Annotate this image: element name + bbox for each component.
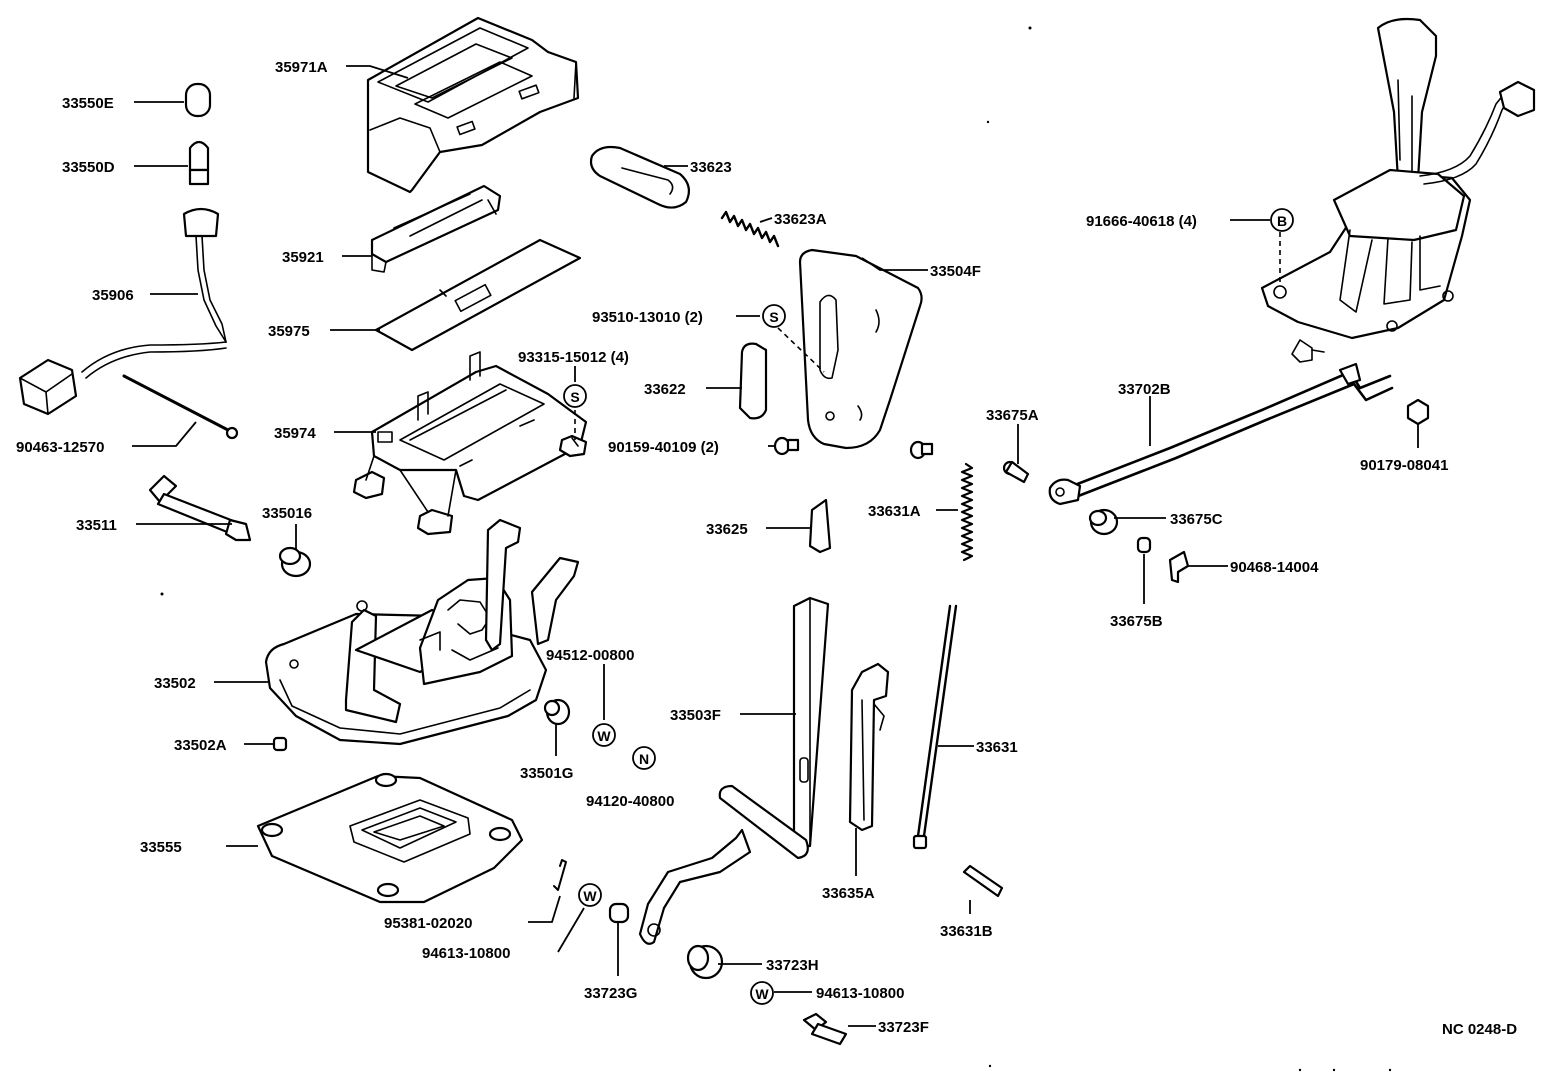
part-labels: 35971A 33550E 33550D 33623 33623A 35921 …	[16, 59, 1448, 1036]
part-label: 33625	[706, 521, 748, 538]
part-label: 33622	[644, 381, 686, 398]
gasket-sheet-drawing	[374, 238, 582, 352]
selector-assembly-drawing	[1260, 17, 1536, 363]
spring-long-drawing	[960, 462, 974, 562]
part-label: 35974	[274, 425, 316, 442]
part-label: 94613-10800	[816, 985, 904, 1002]
indicator-frame-drawing	[352, 351, 588, 536]
pin-drawing	[148, 474, 252, 542]
part-label: 33635A	[822, 885, 875, 902]
socket-wire-drawing	[18, 207, 227, 416]
part-label: 33502A	[174, 737, 227, 754]
bulb-cap-drawing	[184, 82, 212, 118]
part-label: 33623	[690, 159, 732, 176]
part-label: 33675C	[1170, 511, 1223, 528]
boot-plate-drawing	[256, 772, 524, 904]
symbol-s-callout-1: S	[762, 304, 786, 328]
part-label: 33511	[76, 517, 117, 534]
part-label: 90159-40109 (2)	[608, 439, 719, 456]
bracket-drawing	[808, 498, 832, 554]
bushing-drawing	[278, 546, 312, 578]
nut-drawing	[1406, 398, 1430, 426]
part-label: 33631	[976, 739, 1018, 756]
indicator-housing-drawing	[366, 16, 580, 194]
detent-plate-drawing	[848, 662, 890, 832]
part-label: 35906	[92, 287, 134, 304]
shift-lever-drawing	[638, 596, 830, 945]
cotter-pin-drawing	[553, 859, 567, 891]
clip-drawing	[1168, 550, 1190, 584]
rod-bushing-drawing	[1088, 508, 1119, 536]
detent-rod-drawing	[912, 604, 958, 850]
symbol-b-text: B	[1277, 213, 1287, 229]
part-label: 33503F	[670, 707, 721, 724]
part-label: 33555	[140, 839, 182, 856]
symbol-s-text: S	[570, 389, 579, 405]
pivot-pin-drawing	[802, 1012, 848, 1046]
part-label: 33631B	[940, 923, 993, 940]
tie-band-drawing	[122, 374, 239, 440]
part-label: 33723F	[878, 1019, 929, 1036]
part-label: 95381-02020	[384, 915, 472, 932]
part-label: 33504F	[930, 263, 981, 280]
part-label: 90468-14004	[1230, 559, 1319, 576]
part-label: 35921	[282, 249, 324, 266]
screw-small-drawing	[773, 436, 800, 456]
scan-specks	[160, 26, 1392, 1072]
slide-cover-drawing	[798, 248, 923, 450]
part-label: 33675B	[1110, 613, 1163, 630]
leader-lines	[132, 65, 1419, 1027]
part-label: 33631A	[868, 503, 921, 520]
part-label: 33702B	[1118, 381, 1171, 398]
spring-small-drawing	[720, 210, 780, 248]
part-label: 93510-13010 (2)	[592, 309, 703, 326]
symbol-w-text: W	[583, 888, 597, 904]
part-label: 35975	[268, 323, 310, 340]
symbol-s-callout-2: S	[563, 384, 587, 408]
symbol-b-callout: B	[1270, 208, 1294, 232]
bulb-drawing	[188, 140, 210, 186]
symbol-w-callout-1: W	[592, 723, 616, 747]
cover-plate-drawing	[370, 184, 502, 273]
part-label: 33501G	[520, 765, 573, 782]
part-label: 33723H	[766, 957, 819, 974]
part-label: 94120-40800	[586, 793, 674, 810]
part-label: 94512-00800	[546, 647, 634, 664]
screw-center-drawing	[909, 440, 934, 460]
lever-collar-drawing	[608, 902, 630, 924]
pin-short-drawing	[1002, 460, 1030, 484]
part-label: 90463-12570	[16, 439, 104, 456]
spacer-drawing	[272, 736, 288, 752]
symbol-n-callout: N	[632, 746, 656, 770]
lever-bushing-drawing	[543, 698, 571, 726]
shift-plate-drawing	[264, 518, 580, 746]
part-label: 33623A	[774, 211, 827, 228]
part-label: 33502	[154, 675, 196, 692]
grommet-drawing	[686, 944, 724, 980]
symbol-w-callout-2: W	[578, 883, 602, 907]
part-label: 91666-40618 (4)	[1086, 213, 1197, 230]
collar-drawing	[1136, 536, 1152, 554]
slide-plate-drawing	[589, 145, 691, 209]
part-label: 33723G	[584, 985, 637, 1002]
symbol-w-callout-3: W	[750, 981, 774, 1005]
part-label: 90179-08041	[1360, 457, 1448, 474]
control-rod-drawing	[1048, 362, 1394, 506]
part-label: 335016	[262, 505, 312, 522]
symbol-s-text: S	[769, 309, 778, 325]
part-label: 33675A	[986, 407, 1039, 424]
symbol-n-text: N	[639, 751, 649, 767]
symbol-w-text: W	[755, 986, 769, 1002]
guide-pad-drawing	[738, 342, 768, 420]
part-label: 93315-15012 (4)	[518, 349, 629, 366]
part-label: 33550D	[62, 159, 115, 176]
symbol-w-text: W	[597, 728, 611, 744]
part-label: 94613-10800	[422, 945, 510, 962]
diagram-reference-code: NC 0248-D	[1442, 1021, 1517, 1038]
part-label: 35971A	[275, 59, 328, 76]
detent-pin-drawing	[962, 864, 1004, 898]
part-label: 33550E	[62, 95, 114, 112]
